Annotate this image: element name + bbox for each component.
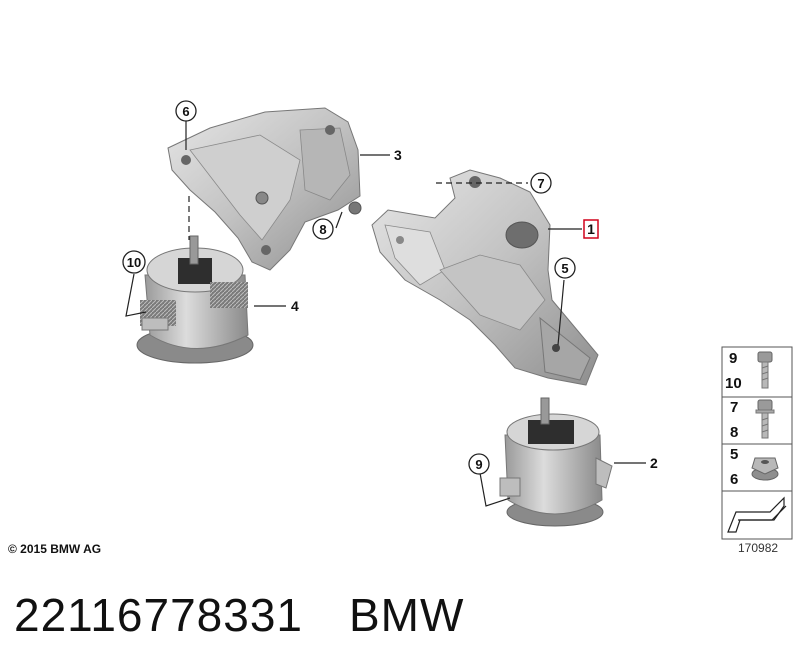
engine-support-bracket-right — [371, 169, 599, 386]
callout-5: 5 — [554, 257, 576, 279]
legend-9: 9 — [729, 350, 737, 367]
svg-text:7: 7 — [537, 176, 544, 191]
legend-8: 8 — [730, 424, 738, 441]
copyright-notice: © 2015 BMW AG — [8, 542, 102, 556]
legend-10: 10 — [725, 375, 742, 392]
engine-mount-right — [499, 397, 613, 527]
orientation-arrow-icon — [727, 496, 787, 533]
legend-6: 6 — [730, 471, 738, 488]
part-number: 22116778331 — [14, 589, 303, 641]
callout-9: 9 — [468, 453, 490, 475]
leader-lines — [125, 120, 646, 507]
svg-text:8: 8 — [319, 222, 326, 237]
callout-10: 10 — [122, 250, 146, 274]
callout-7: 7 — [530, 172, 552, 194]
svg-text:5: 5 — [561, 261, 568, 276]
bolt-icon — [757, 351, 773, 389]
engine-mount-left — [136, 235, 254, 364]
svg-text:10: 10 — [127, 255, 141, 270]
parts-diagram: 6 8 10 7 5 9 3 4 2 1 9 10 — [122, 100, 793, 540]
callout-8: 8 — [312, 218, 334, 240]
diagram-id: 170982 — [738, 541, 779, 555]
engine-support-bracket-left — [167, 107, 362, 271]
svg-text:9: 9 — [475, 457, 482, 472]
svg-text:1: 1 — [587, 221, 595, 237]
callout-6: 6 — [175, 100, 197, 122]
part-number-4: 4 — [291, 298, 299, 314]
brand-name: BMW — [349, 589, 465, 641]
legend-5: 5 — [730, 446, 738, 463]
bolt-flange-icon — [755, 399, 775, 439]
nut-icon — [751, 457, 779, 481]
legend-7: 7 — [730, 399, 738, 416]
part-number-2: 2 — [650, 455, 658, 471]
fastener-legend: 9 10 7 8 5 6 — [721, 346, 793, 540]
svg-text:6: 6 — [182, 104, 189, 119]
part-number-1-highlighted: 1 — [583, 219, 599, 239]
footer-caption: 22116778331 BMW — [14, 588, 464, 642]
part-number-3: 3 — [394, 147, 402, 163]
